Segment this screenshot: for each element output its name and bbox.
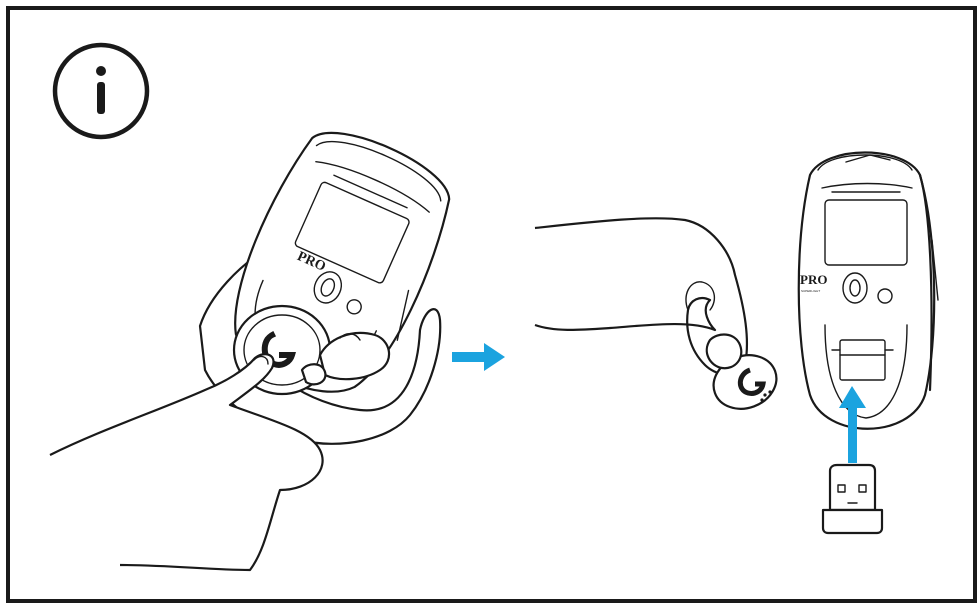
usb-receiver-icon <box>823 465 882 533</box>
mouse-sub-text: SUPERLIGHT <box>801 289 820 293</box>
mouse-brand-text: PRO <box>800 272 827 287</box>
instruction-illustration: PRO <box>10 10 973 599</box>
right-scene: PRO SUPERLIGHT <box>535 153 938 534</box>
right-arrow-icon <box>452 343 505 371</box>
left-scene: PRO <box>50 113 468 570</box>
instruction-illustration-frame: PRO <box>6 6 977 603</box>
info-icon <box>55 45 147 137</box>
